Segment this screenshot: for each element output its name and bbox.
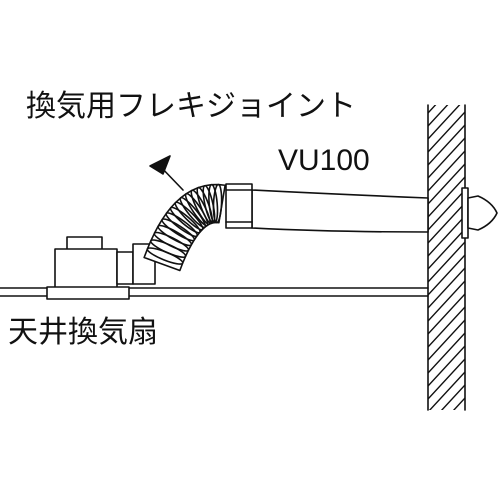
- wall-hatch-line: [428, 319, 465, 361]
- wall-hatch-line: [428, 306, 465, 348]
- wall-hatch-line: [428, 424, 465, 464]
- wall-hatch-line: [428, 105, 437, 114]
- wall-hatch-line: [440, 384, 465, 410]
- flexible-joint: [143, 183, 226, 272]
- wall-hatch-line: [428, 345, 465, 387]
- wall-hatch-line: [428, 463, 465, 500]
- wall-hatch-line: [428, 105, 461, 140]
- wall-hatch-line: [428, 241, 465, 283]
- flexible-joint-rib: [174, 201, 204, 231]
- flexible-joint-rib: [153, 231, 190, 252]
- wall-hatch-line: [428, 450, 465, 490]
- flexible-joint-rib: [165, 212, 199, 238]
- wall-hatch-line: [428, 254, 465, 296]
- wall-hatch-line: [428, 189, 465, 231]
- wall-hatch-line: [428, 371, 465, 410]
- wall: [427, 60, 466, 500]
- wall-hatch-line: [428, 137, 465, 179]
- wall-hatch-line: [428, 60, 465, 100]
- wall-hatch-line: [428, 267, 465, 309]
- flexible-joint-rib: [190, 189, 211, 226]
- wall-hatch-line: [428, 176, 465, 218]
- flexible-joint-rib: [161, 218, 196, 242]
- wall-hatch-line: [428, 293, 465, 335]
- wall-hatch-line: [428, 150, 465, 192]
- wall-hatch-line: [428, 202, 465, 244]
- wall-hatch-line: [428, 228, 465, 270]
- flexible-joint-rib: [169, 206, 201, 234]
- wall-hatch-line: [428, 105, 449, 127]
- wall-hatch-line: [428, 411, 465, 451]
- flexible-joint-rib: [208, 183, 219, 224]
- wall-hatch-line: [428, 358, 465, 400]
- wall-hatch-line: [428, 163, 465, 205]
- wall-hatch-line: [452, 397, 465, 410]
- wall-hatch-line: [428, 280, 465, 322]
- wall-hatch-line: [428, 111, 465, 153]
- ceiling-fan-label: 天井換気扇: [8, 315, 158, 350]
- flexible-joint-rib: [179, 196, 207, 229]
- wall-hatch-line: [428, 124, 465, 166]
- model-number-label: VU100: [278, 144, 370, 177]
- vu100-duct: [225, 183, 429, 233]
- flexible-joint-rib: [157, 224, 193, 247]
- wall-hatch-line: [428, 215, 465, 257]
- wall-hatch-line: [428, 332, 465, 374]
- exterior-hood: [461, 187, 498, 239]
- product-name-label: 換気用フレキジョイント: [26, 89, 356, 124]
- ceiling-fan-unit: [46, 236, 156, 300]
- flexible-joint-rib: [212, 183, 223, 224]
- flexible-joint-rib: [184, 192, 209, 227]
- pointer-arrow: [149, 155, 184, 191]
- wall-hatch-line: [428, 437, 465, 477]
